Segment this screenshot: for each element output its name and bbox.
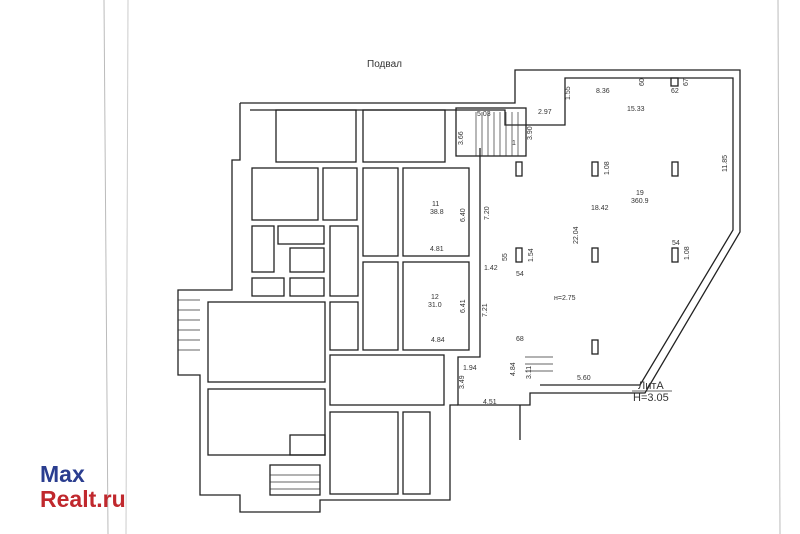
- dim: 4.84: [510, 362, 517, 376]
- dim: 4.84: [431, 337, 445, 344]
- height-note: н=2.75: [554, 295, 576, 302]
- dim: 3.66: [458, 131, 465, 145]
- room-19-number: 19: [636, 190, 644, 197]
- dim: 1.42: [484, 265, 498, 272]
- dim: 1.08: [604, 161, 611, 175]
- dim: 1.55: [565, 86, 572, 100]
- stairs: [178, 107, 553, 490]
- columns: [515, 77, 679, 355]
- page-edge-right: [777, 0, 781, 534]
- lit-label: ЛитА: [638, 380, 664, 392]
- dim: 11.85: [722, 155, 729, 172]
- page-edge-left: [103, 0, 109, 534]
- room-11-number: 11: [432, 201, 439, 208]
- logo-line-2: Realt.ru: [40, 486, 126, 512]
- dim: 3.49: [459, 375, 466, 389]
- plan-title: Подвал: [367, 59, 402, 70]
- dim: 8.36: [596, 88, 610, 95]
- lit-height: H=3.05: [633, 392, 669, 404]
- dim: 5.03: [477, 111, 491, 118]
- room-1-number: 1: [512, 140, 516, 147]
- dim: 7.20: [484, 206, 491, 220]
- dim: 7.21: [482, 303, 489, 317]
- room-19-area: 360.9: [631, 198, 649, 205]
- dim: 22.04: [573, 226, 580, 244]
- page-edge-left-2: [125, 0, 129, 534]
- dim: 1.08: [684, 246, 691, 260]
- dim: 2.97: [538, 109, 552, 116]
- logo-line-1: Max: [40, 461, 85, 487]
- dim: 15.33: [627, 106, 645, 113]
- dim: 62: [671, 88, 679, 95]
- dim: 54: [672, 240, 680, 247]
- dim: 5.60: [577, 375, 591, 382]
- dim: 3.90: [527, 126, 534, 140]
- room-labels: 11 38.8 12 31.0 19 360.9 1: [428, 140, 649, 309]
- outer-walls: [177, 69, 741, 513]
- dim: 4.51: [483, 399, 497, 406]
- lit-annotation: ЛитА H=3.05: [632, 380, 672, 404]
- dim: 6.40: [460, 208, 467, 222]
- room-12-area: 31.0: [428, 302, 442, 309]
- dim: 1.94: [463, 365, 477, 372]
- dim: 67: [683, 78, 690, 86]
- room-11-area: 38.8: [430, 209, 444, 216]
- dim: 4.81: [430, 246, 444, 253]
- dim: 60: [639, 78, 646, 86]
- dim: 3.11: [526, 366, 533, 379]
- dim: 6.41: [460, 299, 467, 313]
- maxrealt-logo: Max Realt.ru: [40, 462, 126, 512]
- dim: 1.54: [528, 248, 535, 262]
- dim: 55: [502, 253, 509, 261]
- rooms: [207, 109, 470, 496]
- dim: 18.42: [591, 205, 609, 212]
- dim: 68: [516, 336, 524, 343]
- dim: 54: [516, 271, 524, 278]
- dimension-labels: 8.36 15.33 1.55 2.97 3.66 5.03 3.90 11.8…: [430, 78, 729, 406]
- room-12-number: 12: [431, 294, 439, 301]
